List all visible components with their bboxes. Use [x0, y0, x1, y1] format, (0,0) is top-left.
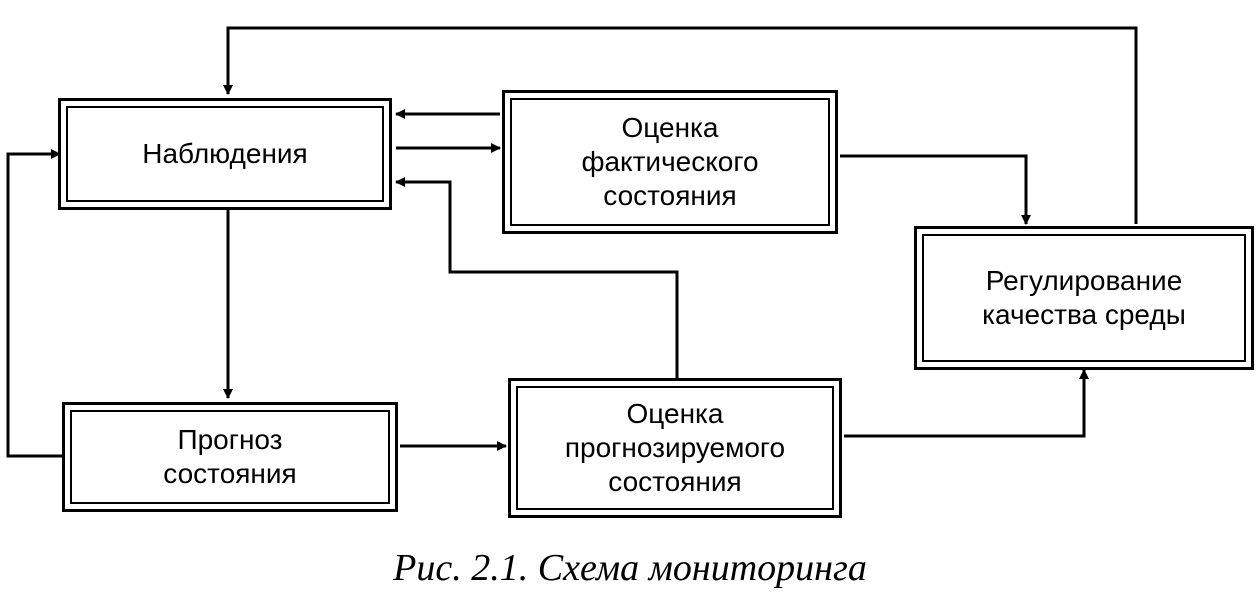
node-regulation-label: Регулирование качества среды: [982, 265, 1186, 330]
node-regulation: Регулирование качества среды: [914, 226, 1254, 370]
edge-forecast-assessment-to-observations: [395, 177, 679, 378]
node-actual-assessment-label: Оценка фактического состояния: [581, 112, 759, 211]
node-forecast: Прогноз состояния: [62, 402, 398, 512]
node-forecast-assessment-label: Оценка прогнозируемого состояния: [564, 398, 786, 497]
edge-forecast-to-observations: [6, 149, 62, 458]
figure-caption: Рис. 2.1. Схема мониторинга: [393, 547, 867, 589]
node-forecast-assessment: Оценка прогнозируемого состояния: [508, 378, 842, 518]
node-actual-assessment: Оценка фактического состояния: [502, 90, 838, 234]
edge-regulation-to-observations: [223, 26, 1138, 224]
node-observations-label: Наблюдения: [142, 138, 308, 169]
edge-forecast-assessment-to-regulation: [844, 369, 1089, 438]
edge-actual-assessment-to-regulation: [840, 154, 1031, 225]
node-observations: Наблюдения: [58, 98, 392, 210]
node-forecast-label: Прогноз состояния: [163, 424, 297, 489]
